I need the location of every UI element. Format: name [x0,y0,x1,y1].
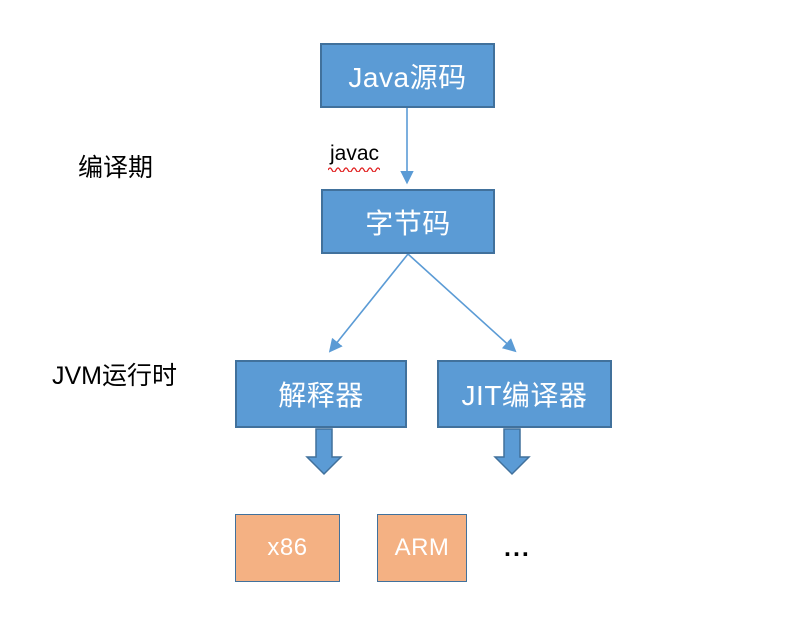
node-jit-compiler: JIT编译器 [437,360,612,428]
node-java-source: Java源码 [320,43,495,108]
block-arrow-interpreter-output [305,428,343,476]
node-arm: ARM [377,514,467,582]
phase-label-compile-time: 编译期 [78,154,154,182]
node-x86: x86 [235,514,340,582]
arrow-bytecode-to-interpreter [328,253,409,353]
node-bytecode: 字节码 [321,189,495,254]
edge-label-javac: javac [330,142,380,165]
arrow-bytecode-to-jit [407,253,517,353]
node-interpreter: 解释器 [235,360,407,428]
block-arrow-jit-output [493,428,531,476]
spellcheck-squiggle [328,167,380,172]
phase-label-jvm-runtime: JVM运行时 [52,362,178,390]
more-architectures-ellipsis: ... [504,534,531,562]
